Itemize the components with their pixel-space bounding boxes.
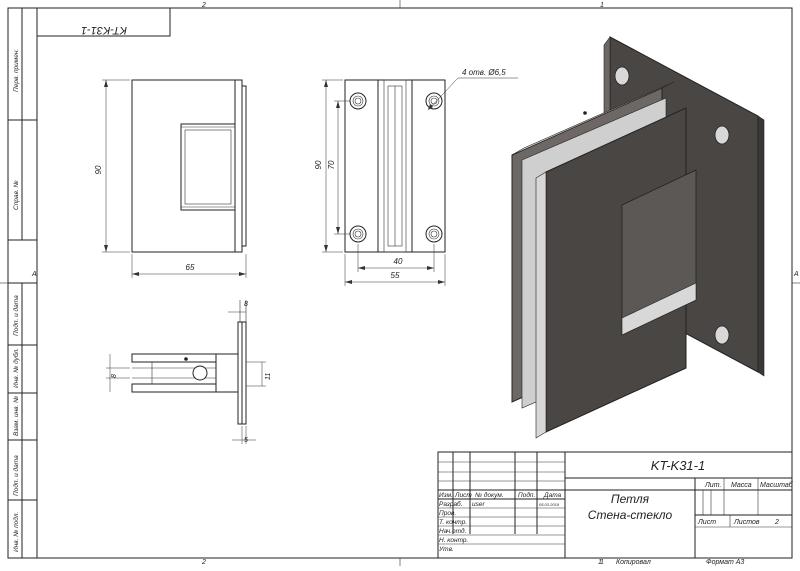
kopiroval: Копировал [616, 559, 651, 566]
dim-side-inner: 40 [394, 257, 403, 266]
zone-right-mid: A [793, 271, 799, 278]
code-box [36, 7, 171, 37]
front-view: 90 65 [94, 79, 247, 278]
pin-circle [192, 365, 208, 381]
dim-top-8: 8 [244, 301, 248, 308]
zone-bottom-left: 2 [201, 559, 206, 566]
h-data: Дата [543, 492, 562, 499]
title-line-2: Стена-стекло [588, 508, 673, 522]
designation: KT-K31-1 [651, 458, 705, 473]
h-list: Лист [454, 492, 472, 499]
strip-podp-data-2: Подп. и дата [12, 455, 20, 496]
dim-top-11: 11 [265, 373, 272, 380]
sheet-no: 1 [598, 559, 602, 566]
strip-perv-primen: Перв. примен. [13, 49, 20, 92]
nachotd: Нач.отд. [439, 527, 467, 535]
zone-left-mid: A [31, 271, 37, 278]
dim-side-height: 90 [314, 160, 323, 169]
h-izm: Изм. [439, 492, 453, 499]
mount-hole-bl [349, 225, 367, 243]
mount-hole-tr [425, 92, 443, 110]
listov-value: 2 [774, 519, 779, 526]
strip-inv-dubl: Инв. № дубл. [12, 348, 20, 388]
mirrored-code: KT-K31-1 [81, 24, 127, 36]
razrab-date: 05.03.2019 [539, 502, 560, 507]
razrab: Разраб. [439, 500, 463, 508]
dim-front-width: 65 [186, 263, 195, 272]
top-view: 8 8 11 5 [106, 300, 272, 444]
strip-podp-data-1: Подп. и дата [12, 295, 20, 336]
utv: Утв. [438, 546, 454, 553]
col-massa: Масса [731, 482, 752, 489]
isometric-view [511, 36, 765, 439]
h-ndok: № докум. [475, 491, 504, 499]
side-view: 90 70 40 55 4 отв. Ø6,5 [314, 68, 518, 286]
holes-note: 4 отв. Ø6,5 [462, 68, 506, 77]
mount-hole-tl [349, 92, 367, 110]
razrab-name: user [472, 501, 485, 508]
title-block: KT-K31-1 Петля Стена-стекло Лит. Масса М… [437, 451, 794, 566]
strip-vzam-inv: Взам. инв. № [13, 396, 20, 436]
prov: Пров. [439, 510, 456, 517]
h-podp: Подп. [518, 491, 535, 499]
zone-top-right: 1 [600, 2, 604, 9]
dim-side-holes: 70 [327, 160, 336, 169]
mount-hole-br [425, 225, 443, 243]
tkontr: Т. контр. [439, 519, 467, 526]
list-label: Лист [697, 519, 716, 526]
dim-top-5: 5 [244, 437, 248, 444]
dim-front-height: 90 [94, 165, 103, 174]
zone-bottom-right: 1 [600, 559, 604, 566]
zone-top-left: 2 [201, 2, 206, 9]
strip-inv-podl: Инв. № подл. [12, 511, 20, 552]
format: Формат А3 [706, 559, 744, 566]
col-lit: Лит. [704, 482, 721, 489]
strip-sprav: Справ. № [13, 180, 20, 210]
nkontr: Н. контр. [439, 537, 469, 544]
dim-side-width: 55 [391, 271, 400, 280]
listov-label: Листов [733, 519, 760, 526]
dim-top-8b: 8 [111, 374, 118, 378]
col-masshtab: Масштаб [760, 481, 794, 489]
title-line-1: Петля [611, 492, 650, 506]
